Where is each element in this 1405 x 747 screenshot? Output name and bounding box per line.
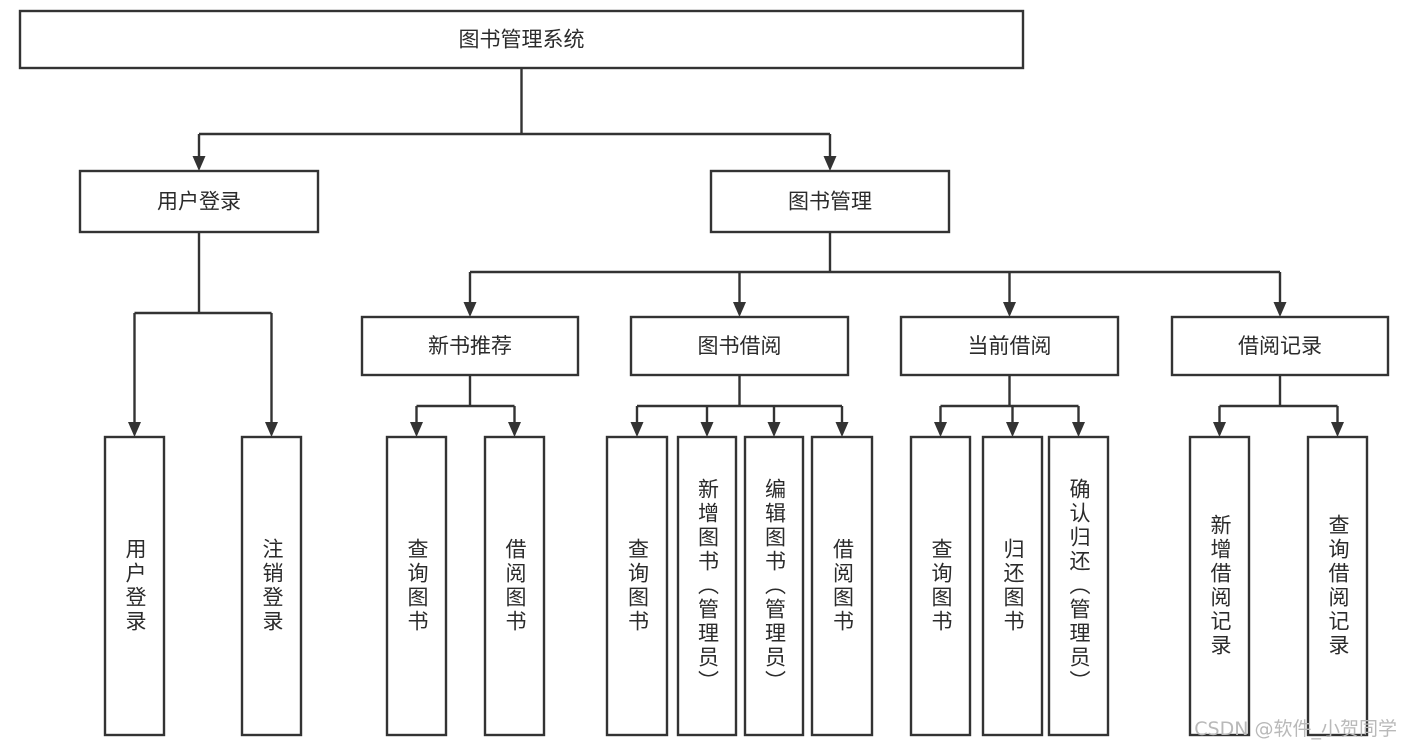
connector-arrowhead [767, 422, 781, 437]
connector-arrowhead [128, 422, 141, 437]
node-label: 借阅记录 [1238, 334, 1322, 358]
node-box [709, 169, 951, 234]
node-leaf-query-book-cur[interactable] [909, 435, 972, 737]
watermark-text: CSDN @软件_小贺同学 [1194, 718, 1397, 740]
node-label: 新书推荐 [428, 334, 512, 358]
node-leaf-user-login[interactable] [103, 435, 166, 737]
connector-arrowhead [823, 156, 837, 171]
node-leaf-borrow-book-bor[interactable] [810, 435, 874, 737]
node-box [18, 9, 1025, 70]
node-label: 图书借阅 [698, 334, 782, 358]
connector-arrowhead [192, 156, 206, 171]
connector-arrowhead [835, 422, 849, 437]
node-leaf-query-book-rec[interactable] [385, 435, 448, 737]
node-label: 当前借阅 [968, 334, 1052, 358]
node-leaf-confirm-return-admin[interactable] [1047, 435, 1110, 737]
node-box [810, 435, 874, 737]
connector-layer [128, 68, 1344, 437]
node-box [676, 435, 738, 737]
node-current-borrow[interactable]: 当前借阅 [899, 315, 1120, 377]
node-leaf-return-book[interactable] [981, 435, 1044, 737]
node-box [1188, 435, 1251, 737]
node-box [981, 435, 1044, 737]
connector-arrowhead [1003, 302, 1016, 317]
node-box [899, 315, 1120, 377]
node-box [360, 315, 580, 377]
node-box [1047, 435, 1110, 737]
node-user-login[interactable]: 用户登录 [78, 169, 320, 234]
node-leaf-user-logout[interactable] [240, 435, 303, 737]
node-box [743, 435, 805, 737]
connector-arrowhead [630, 422, 644, 437]
connector-arrowhead [1273, 302, 1287, 317]
node-box [103, 435, 166, 737]
node-new-book-recommend[interactable]: 新书推荐 [360, 315, 580, 377]
node-borrow-record[interactable]: 借阅记录 [1170, 315, 1390, 377]
node-book-manage[interactable]: 图书管理 [709, 169, 951, 234]
node-root[interactable]: 图书管理系统 [18, 9, 1025, 70]
connector-arrowhead [934, 422, 947, 437]
connector-arrowhead [265, 422, 278, 437]
node-leaf-add-book-admin[interactable] [676, 435, 738, 737]
connector-arrowhead [1331, 422, 1344, 437]
node-box [909, 435, 972, 737]
node-leaf-query-borrow-record[interactable] [1306, 435, 1369, 737]
node-leaf-add-borrow-record[interactable] [1188, 435, 1251, 737]
node-box [385, 435, 448, 737]
node-box [483, 435, 546, 737]
connector-arrowhead [700, 422, 714, 437]
node-box [240, 435, 303, 737]
node-leaf-borrow-book-rec[interactable] [483, 435, 546, 737]
connector-arrowhead [733, 302, 746, 317]
node-box [1170, 315, 1390, 377]
node-box [629, 315, 850, 377]
connector-arrowhead [1006, 422, 1019, 437]
node-label: 图书管理 [788, 190, 872, 214]
node-label: 图书管理系统 [459, 28, 585, 52]
connector-arrowhead [410, 422, 423, 437]
node-box [78, 169, 320, 234]
node-box [1306, 435, 1369, 737]
node-leaf-edit-book-admin[interactable] [743, 435, 805, 737]
node-leaf-query-book-bor[interactable] [605, 435, 669, 737]
connector-arrowhead [1213, 422, 1226, 437]
connector-arrowhead [508, 422, 521, 437]
node-label: 用户登录 [157, 190, 241, 214]
node-book-borrow[interactable]: 图书借阅 [629, 315, 850, 377]
connector-arrowhead [1072, 422, 1085, 437]
connector-arrowhead [463, 302, 477, 317]
node-box [605, 435, 669, 737]
